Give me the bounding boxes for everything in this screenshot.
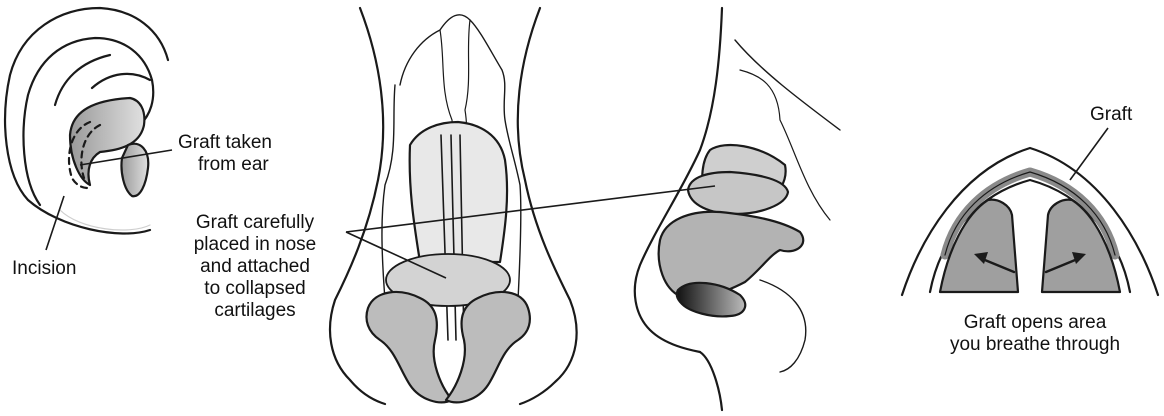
side-graft-piece bbox=[688, 172, 788, 214]
front-nose-left-contour bbox=[330, 8, 385, 404]
label-graft-placed: Graft carefully placed in nose and attac… bbox=[160, 212, 350, 322]
leader-incision bbox=[46, 196, 64, 250]
label-graft-text: Graft bbox=[1090, 104, 1132, 126]
leader-graft-nostril bbox=[1070, 128, 1108, 180]
label-graft-opens-line1: Graft opens area bbox=[925, 312, 1145, 334]
side-nose-jaw bbox=[700, 352, 722, 410]
front-nose-upper-cartilage bbox=[410, 122, 507, 262]
label-graft-taken: Graft taken from ear bbox=[178, 132, 272, 176]
side-lower-cartilage bbox=[659, 212, 804, 298]
ear-illustration bbox=[5, 8, 168, 233]
label-graft-taken-line2: from ear bbox=[178, 154, 272, 176]
side-alar-edge bbox=[760, 280, 806, 372]
label-graft-taken-line1: Graft taken bbox=[178, 132, 272, 154]
front-nose-illustration bbox=[330, 8, 577, 404]
label-graft-placed-line3: and attached bbox=[160, 256, 350, 278]
front-left-lower-cartilage bbox=[367, 292, 453, 402]
label-graft: Graft bbox=[1090, 104, 1132, 126]
side-nose-brow bbox=[735, 40, 840, 130]
ear-antihelix-line2 bbox=[92, 74, 150, 88]
side-nose-illustration bbox=[635, 8, 840, 410]
ear-lobe bbox=[60, 210, 150, 230]
front-right-lower-cartilage bbox=[446, 292, 530, 402]
nostril-section-illustration bbox=[902, 148, 1158, 295]
label-graft-placed-line5: cartilages bbox=[160, 300, 350, 322]
front-nose-right-contour bbox=[518, 8, 577, 404]
label-incision-text: Incision bbox=[12, 258, 76, 280]
label-incision: Incision bbox=[12, 258, 76, 280]
label-graft-placed-line2: placed in nose bbox=[160, 234, 350, 256]
ear-tragus bbox=[121, 144, 148, 196]
label-graft-opens: Graft opens area you breathe through bbox=[925, 312, 1145, 356]
label-graft-placed-line4: to collapsed bbox=[160, 278, 350, 300]
label-graft-placed-line1: Graft carefully bbox=[160, 212, 350, 234]
label-graft-opens-line2: you breathe through bbox=[925, 334, 1145, 356]
